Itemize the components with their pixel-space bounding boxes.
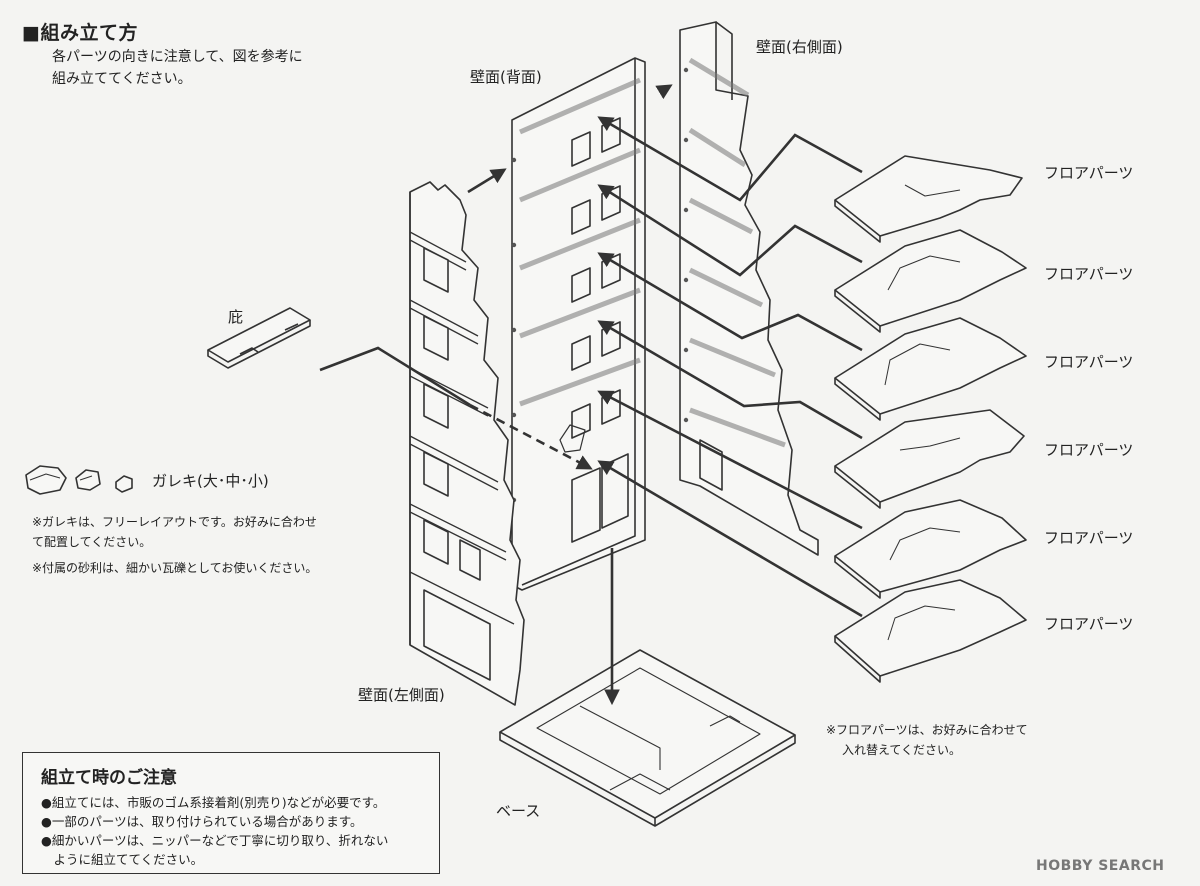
floor-part: [834, 229, 1027, 333]
floor-part: [834, 499, 1027, 599]
eave-part: [207, 307, 311, 369]
left-side-wall: [409, 181, 525, 706]
label-wall-right: 壁面(右側面): [756, 38, 843, 56]
floor-part: [834, 409, 1025, 509]
label-rubble: ガレキ(大･中･小): [152, 472, 269, 490]
leader-floor-1: [597, 116, 863, 202]
intro-line-1: 各パーツの向きに注意して、図を参考に: [52, 49, 303, 65]
label-floor-part: フロアパーツ: [1044, 441, 1134, 459]
label-base: ベース: [496, 802, 541, 820]
floor-part: [834, 317, 1027, 421]
label-floor-part: フロアパーツ: [1044, 529, 1134, 547]
arrow-right-to-back: [655, 84, 673, 100]
label-floor-part: フロアパーツ: [1044, 615, 1134, 633]
arrow-left-to-back: [467, 168, 507, 194]
note-rubble-1a: ※ガレキは、フリーレイアウトです。お好みに合わせ: [32, 515, 317, 529]
watermark-logo: HOBBY SEARCH: [1036, 858, 1165, 874]
label-floor-part: フロアパーツ: [1044, 265, 1134, 283]
caution-item: ように組立ててください。: [41, 852, 204, 867]
leader-floor-5: [597, 390, 863, 530]
intro-line-2: 組み立ててください。: [52, 71, 192, 87]
floor-part: [834, 155, 1023, 243]
caution-item: ●細かいパーツは、ニッパーなどで丁寧に切り取り、折れない: [41, 833, 389, 848]
label-wall-left: 壁面(左側面): [358, 686, 445, 704]
leader-eave-dashed: [469, 403, 593, 470]
leader-floor-2: [597, 184, 863, 277]
note-floor-a: ※フロアパーツは、お好みに合わせて: [826, 723, 1028, 737]
caution-list: ●組立てには、市販のゴム系接着剤(別売り)などが必要です。 ●一部のパーツは、取…: [41, 793, 388, 869]
assembly-arrows: [319, 84, 863, 706]
leader-floor-6: [597, 460, 863, 618]
note-rubble-2: ※付属の砂利は、細かい瓦礫としてお使いください。: [32, 561, 318, 575]
base-part: [499, 649, 796, 827]
label-floor-part: フロアパーツ: [1044, 353, 1134, 371]
caution-title: 組立て時のご注意: [41, 768, 177, 788]
back-wall: [511, 57, 646, 591]
note-rubble-1b: て配置してください。: [32, 535, 152, 549]
caution-item: ●組立てには、市販のゴム系接着剤(別売り)などが必要です。: [41, 795, 386, 810]
caution-box: 組立て時のご注意 ●組立てには、市販のゴム系接着剤(別売り)などが必要です。 ●…: [22, 752, 440, 874]
page-title: ■組み立て方: [22, 22, 138, 44]
leader-floor-4: [597, 320, 863, 440]
label-wall-back: 壁面(背面): [470, 68, 542, 86]
note-floor-b: 入れ替えてください。: [842, 743, 962, 757]
label-floor-part: フロアパーツ: [1044, 164, 1134, 182]
label-eave: 庇: [228, 308, 244, 326]
right-side-wall: [679, 21, 819, 556]
leader-eave: [319, 346, 471, 407]
caution-item: ●一部のパーツは、取り付けられている場合があります。: [41, 814, 363, 829]
floor-part: [834, 579, 1027, 683]
rubble-parts: [25, 465, 133, 495]
leader-floor-3: [597, 252, 863, 352]
